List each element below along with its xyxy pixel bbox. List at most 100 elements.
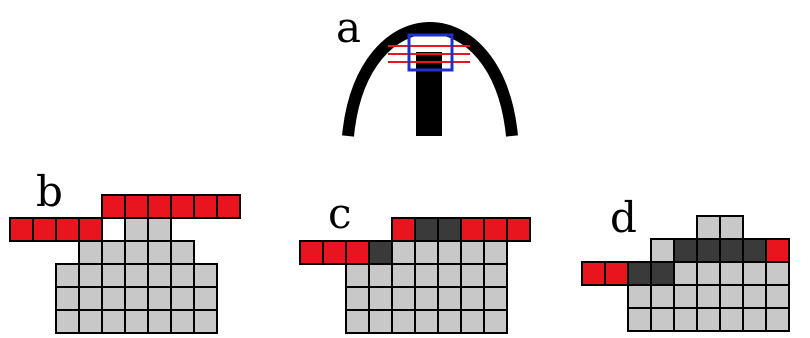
grid-c: [299, 217, 531, 334]
highlight-cell: [55, 217, 80, 242]
scan-lines: [388, 45, 470, 63]
empty-cell: [55, 263, 80, 288]
empty-cell: [193, 263, 218, 288]
dark-cell: [414, 217, 439, 242]
panel-label-d: d: [610, 193, 637, 242]
empty-cell: [673, 284, 698, 309]
empty-cell: [673, 307, 698, 332]
empty-cell: [391, 286, 416, 311]
empty-cell: [696, 307, 721, 332]
empty-cell: [368, 309, 393, 334]
empty-cell: [650, 307, 675, 332]
empty-cell: [124, 217, 149, 242]
empty-cell: [483, 286, 508, 311]
panel-label-a: a: [336, 3, 361, 52]
empty-cell: [101, 286, 126, 311]
empty-cell: [437, 309, 462, 334]
empty-cell: [124, 286, 149, 311]
dark-cell: [627, 261, 652, 286]
empty-cell: [460, 286, 485, 311]
empty-cell: [483, 309, 508, 334]
empty-cell: [483, 263, 508, 288]
empty-cell: [368, 286, 393, 311]
empty-cell: [101, 263, 126, 288]
empty-cell: [460, 309, 485, 334]
empty-cell: [345, 286, 370, 311]
empty-cell: [414, 309, 439, 334]
empty-cell: [414, 263, 439, 288]
grid-d: [581, 215, 790, 332]
arch-curve: [342, 22, 518, 137]
empty-cell: [55, 309, 80, 334]
highlight-cell: [101, 194, 126, 219]
empty-cell: [719, 261, 744, 286]
empty-cell: [391, 263, 416, 288]
empty-cell: [170, 286, 195, 311]
grid-b: [9, 194, 241, 334]
empty-cell: [742, 261, 767, 286]
empty-cell: [170, 240, 195, 265]
empty-cell: [391, 240, 416, 265]
empty-cell: [147, 240, 172, 265]
empty-cell: [368, 263, 393, 288]
dark-cell: [437, 217, 462, 242]
panel-a: a: [336, 3, 518, 137]
empty-cell: [696, 284, 721, 309]
highlight-cell: [299, 240, 324, 265]
empty-cell: [170, 263, 195, 288]
highlight-cell: [581, 261, 606, 286]
empty-cell: [627, 284, 652, 309]
highlight-cell: [216, 194, 241, 219]
highlight-cell: [460, 217, 485, 242]
empty-cell: [78, 309, 103, 334]
highlight-cell: [506, 217, 531, 242]
empty-cell: [345, 309, 370, 334]
empty-cell: [78, 263, 103, 288]
empty-cell: [765, 261, 790, 286]
highlight-cell: [483, 217, 508, 242]
highlight-cell: [147, 194, 172, 219]
highlight-cell: [604, 261, 629, 286]
empty-cell: [483, 240, 508, 265]
window-box: [407, 33, 454, 72]
empty-cell: [78, 240, 103, 265]
empty-cell: [345, 263, 370, 288]
empty-cell: [55, 286, 80, 311]
empty-cell: [696, 261, 721, 286]
empty-cell: [124, 240, 149, 265]
empty-cell: [673, 261, 698, 286]
empty-cell: [170, 309, 195, 334]
empty-cell: [437, 240, 462, 265]
pillar: [416, 52, 442, 136]
empty-cell: [193, 286, 218, 311]
empty-cell: [147, 309, 172, 334]
panel-label-b: b: [36, 167, 63, 216]
dark-cell: [673, 238, 698, 263]
empty-cell: [719, 307, 744, 332]
highlight-cell: [322, 240, 347, 265]
dark-cell: [719, 238, 744, 263]
empty-cell: [414, 286, 439, 311]
dark-cell: [650, 261, 675, 286]
empty-cell: [147, 286, 172, 311]
dark-cell: [742, 238, 767, 263]
highlight-cell: [193, 194, 218, 219]
empty-cell: [742, 307, 767, 332]
empty-cell: [124, 263, 149, 288]
empty-cell: [460, 263, 485, 288]
highlight-cell: [32, 217, 57, 242]
empty-cell: [460, 240, 485, 265]
panel-label-c: c: [328, 189, 352, 238]
highlight-cell: [124, 194, 149, 219]
empty-cell: [101, 309, 126, 334]
empty-cell: [414, 240, 439, 265]
empty-cell: [147, 263, 172, 288]
empty-cell: [719, 284, 744, 309]
highlight-cell: [78, 217, 103, 242]
empty-cell: [101, 240, 126, 265]
empty-cell: [742, 284, 767, 309]
empty-cell: [147, 217, 172, 242]
empty-cell: [124, 309, 149, 334]
highlight-cell: [170, 194, 195, 219]
